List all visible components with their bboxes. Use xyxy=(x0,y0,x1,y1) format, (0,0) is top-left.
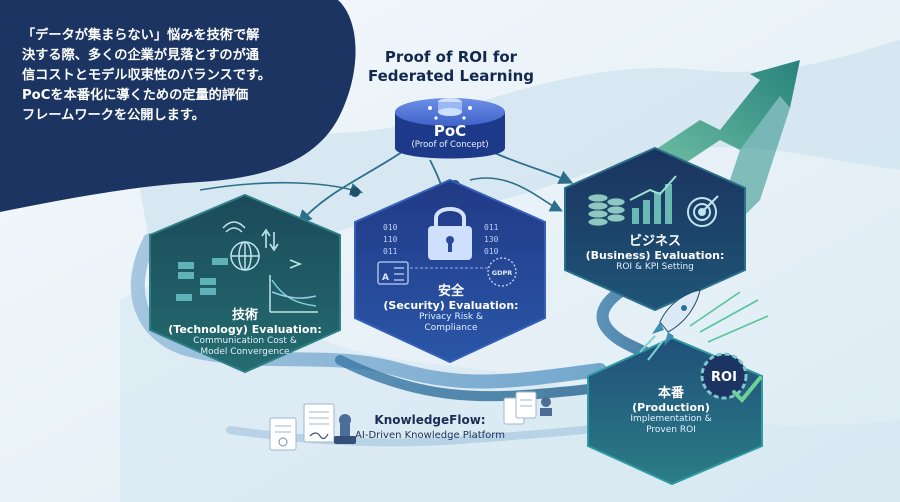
business-detail: ROI & KPI Setting xyxy=(616,262,694,272)
security-detail: Compliance xyxy=(424,323,478,333)
security-labels: 安全 (Security) Evaluation: Privacy Risk &… xyxy=(366,284,536,334)
database-icon xyxy=(428,98,472,120)
business-hexagon xyxy=(564,146,746,312)
target-icon xyxy=(687,195,719,227)
binary-right: 011 130 010 xyxy=(484,223,499,256)
gdpr-badge-icon: GDPR xyxy=(487,257,517,287)
technology-detail: Model Convergence xyxy=(200,347,290,357)
intro-line: PoCを本番化に導くための定量的評価 xyxy=(22,88,249,103)
business-title: ビジネス xyxy=(628,234,681,249)
junction-dot xyxy=(350,187,360,197)
business-labels: ビジネス (Business) Evaluation: ROI & KPI Se… xyxy=(575,234,735,273)
document-icon xyxy=(503,391,552,425)
production-detail: Proven ROI xyxy=(646,425,696,435)
coin-stack-icon xyxy=(587,193,626,227)
intro-line: 決する際、多くの企業が見落とすのが通 xyxy=(22,48,259,63)
diagram-title-line: Proof of ROI for xyxy=(384,48,518,66)
production-evaluation: (Production) xyxy=(632,401,710,414)
convergence-chart-icon xyxy=(269,275,318,313)
intro-panel xyxy=(0,0,356,212)
arrow-poc-to-tech xyxy=(297,149,406,225)
flow-ribbon-tech xyxy=(130,233,607,389)
binary-text: 011 xyxy=(484,223,499,232)
business-evaluation: (Business) Evaluation: xyxy=(585,249,725,262)
roi-gear-icon: ROI xyxy=(700,352,762,403)
gdpr-label: GDPR xyxy=(492,269,513,277)
rocket-icon xyxy=(639,289,701,361)
arrow-tech-branch xyxy=(199,181,364,196)
document-ai-icon xyxy=(377,261,409,285)
roi-badge-label: ROI xyxy=(711,370,737,385)
technology-labels: 技術 (Technology) Evaluation: Communicatio… xyxy=(160,308,330,358)
sparkle-lines-icon xyxy=(689,291,769,343)
stamp-icon xyxy=(334,414,356,444)
security-evaluation: (Security) Evaluation: xyxy=(383,299,519,312)
arrow-security-to-business xyxy=(469,177,563,212)
technology-hexagon xyxy=(149,193,341,374)
poc-sublabel: (Proof of Concept) xyxy=(411,140,489,150)
security-detail: Privacy Risk & xyxy=(419,312,483,322)
production-title: 本番 xyxy=(657,386,684,401)
binary-text: 011 xyxy=(383,247,398,256)
security-title: 安全 xyxy=(437,284,464,299)
diagram-title: Proof of ROI for Federated Learning xyxy=(336,48,566,86)
binary-left: 010 110 011 xyxy=(383,223,398,256)
binary-text: 010 xyxy=(383,223,398,232)
poc-label: PoC xyxy=(433,122,467,140)
growth-bars-icon xyxy=(629,175,677,224)
background-ribbon-1 xyxy=(140,40,900,300)
technology-detail: Communication Cost & xyxy=(193,336,297,346)
intro-text: 「データが集まらない」悩みを技術で解 決する際、多くの企業が見落とすのが通 信コ… xyxy=(22,26,312,126)
binary-text: 010 xyxy=(484,247,499,256)
arrow-poc-to-business xyxy=(487,149,574,184)
poc-node xyxy=(395,98,505,159)
technology-title: 技術 xyxy=(231,308,258,323)
server-icon xyxy=(176,258,228,301)
binary-text: 110 xyxy=(383,235,398,244)
intro-line: 信コストとモデル収束性のバランスです。 xyxy=(22,68,271,83)
network-globe-icon xyxy=(222,221,260,271)
security-hexagon: 010 110 011 011 130 010 A GDPR xyxy=(354,178,546,364)
knowledgeflow-subtitle: AI-Driven Knowledge Platform xyxy=(355,430,505,441)
intro-line: フレームワークを公開します。 xyxy=(22,108,205,123)
production-hexagon: ROI xyxy=(587,289,769,486)
document-icon xyxy=(269,403,335,451)
diagram-title-line: Federated Learning xyxy=(367,67,535,85)
technology-evaluation: (Technology) Evaluation: xyxy=(168,323,322,336)
intro-line: 「データが集まらない」悩みを技術で解 xyxy=(22,28,260,43)
binary-text: 130 xyxy=(484,235,499,244)
ai-label: A xyxy=(382,273,389,283)
production-labels: 本番 (Production) Implementation & Proven … xyxy=(596,386,746,436)
padlock-icon xyxy=(428,207,472,260)
sync-arrows-icon xyxy=(261,228,303,269)
knowledgeflow-title: KnowledgeFlow: xyxy=(374,413,486,427)
growth-arrow xyxy=(640,60,800,180)
production-detail: Implementation & xyxy=(630,414,712,424)
